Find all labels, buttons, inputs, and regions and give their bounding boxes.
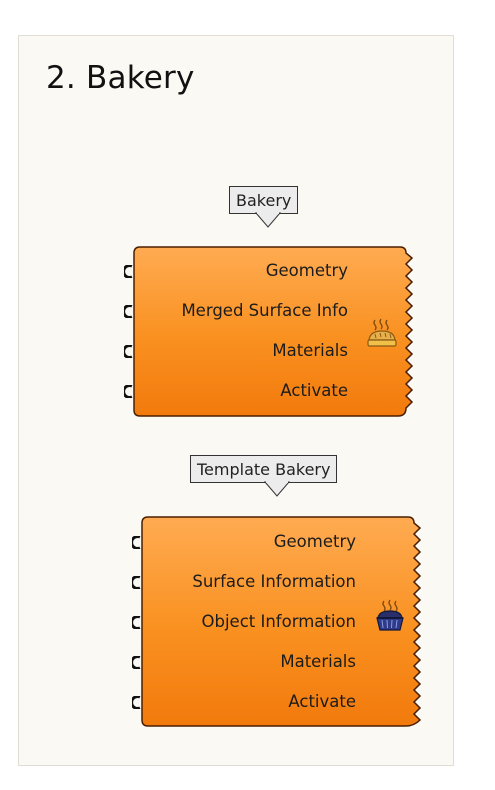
input-param-surface-information[interactable]: Surface Information [192,572,356,591]
template-bakery-component[interactable]: Geometry Surface Information Object Info… [132,516,426,728]
input-param-activate[interactable]: Activate [280,381,348,400]
component-body [133,246,414,417]
input-grip[interactable] [132,696,141,709]
input-param-activate[interactable]: Activate [288,692,356,711]
bread-basket-icon [367,318,397,347]
pie-basket-icon [376,599,404,631]
input-param-geometry[interactable]: Geometry [265,261,348,280]
component-label: Bakery [236,191,292,210]
bakery-component[interactable]: Geometry Merged Surface Info Materials A… [124,246,418,418]
tag-pointer [255,212,281,228]
page-title: 2. Bakery [46,60,195,96]
tag-pointer [264,481,290,497]
input-param-materials[interactable]: Materials [272,341,348,360]
component-label-tag: Bakery [229,186,299,214]
input-param-materials[interactable]: Materials [280,652,356,671]
input-grip[interactable] [124,305,133,318]
input-param-geometry[interactable]: Geometry [273,532,356,551]
input-grip[interactable] [124,265,133,278]
input-grip[interactable] [124,345,133,358]
input-grip[interactable] [132,576,141,589]
input-param-merged-surface-info[interactable]: Merged Surface Info [181,301,348,320]
input-grip[interactable] [132,656,141,669]
component-label-tag: Template Bakery [190,455,338,483]
component-body [141,516,422,727]
input-grip[interactable] [124,385,133,398]
input-grip[interactable] [132,536,141,549]
input-param-object-information[interactable]: Object Information [201,612,357,631]
input-grip[interactable] [132,616,141,629]
component-label: Template Bakery [197,460,331,479]
